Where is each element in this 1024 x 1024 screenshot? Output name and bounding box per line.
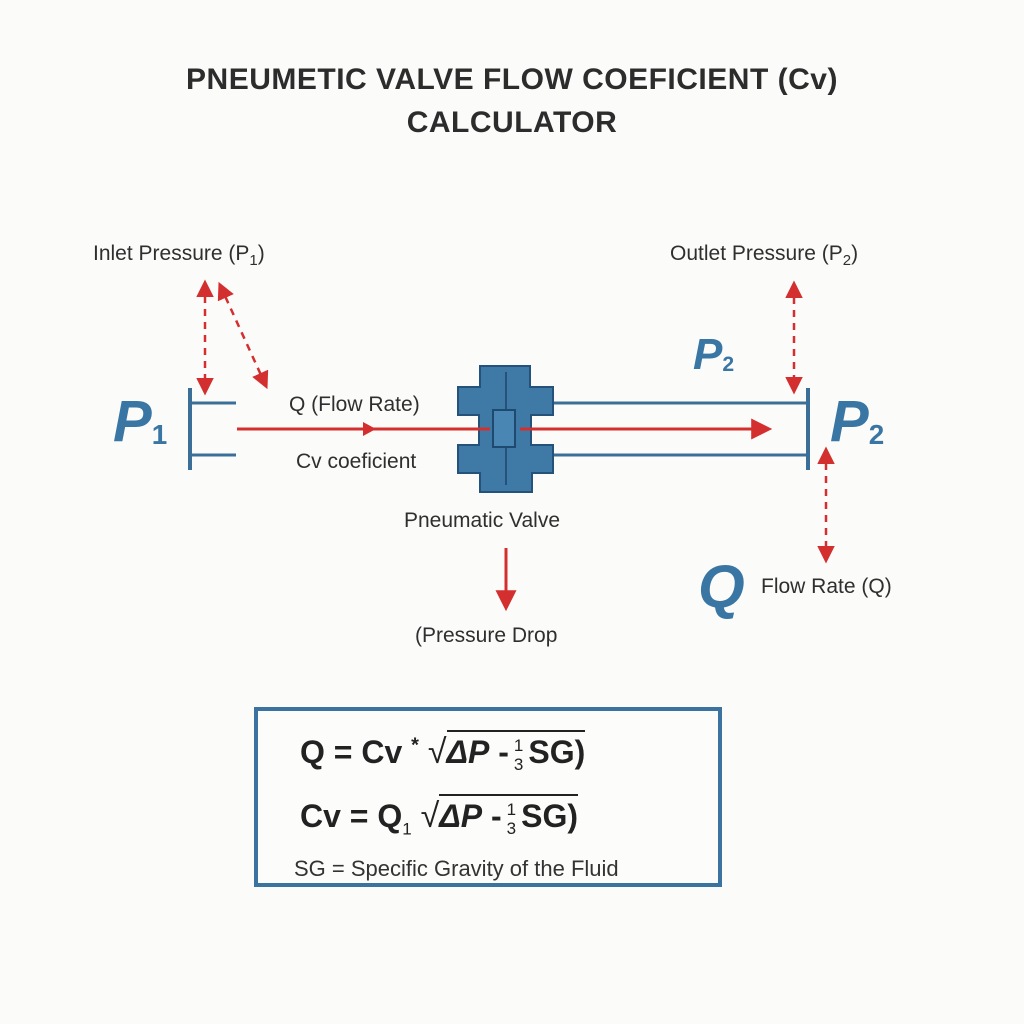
pneumatic-valve-label: Pneumatic Valve bbox=[404, 509, 561, 532]
flow-rate-q-label: Flow Rate (Q) bbox=[761, 575, 892, 598]
sg-definition-note: SG = Specific Gravity of the Fluid bbox=[294, 856, 619, 881]
p2-right-symbol: P2 bbox=[830, 389, 885, 454]
outlet-pipe bbox=[550, 388, 810, 470]
inlet-flange bbox=[188, 388, 236, 470]
outlet-pressure-label: Outlet Pressure (P2) bbox=[670, 242, 859, 270]
flow-arrow-mid-head bbox=[363, 422, 376, 436]
title-line-2: CALCULATOR bbox=[406, 106, 618, 139]
p2-top-symbol: P2 bbox=[693, 330, 735, 379]
inlet-pressure-arrow-2 bbox=[217, 281, 269, 390]
pressure-drop-label: (Pressure Drop bbox=[415, 624, 558, 647]
title-line-1: PNEUMETIC VALVE FLOW COEFICIENT (Cv) bbox=[186, 63, 838, 96]
p1-symbol: P1 bbox=[113, 389, 168, 454]
q-flow-rate-label: Q (Flow Rate) bbox=[289, 393, 420, 416]
valve-icon bbox=[457, 365, 554, 493]
q-symbol: Q bbox=[698, 553, 745, 620]
cv-coefficient-label: Cv coeficient bbox=[296, 450, 417, 473]
inlet-pressure-label: Inlet Pressure (P1) bbox=[93, 242, 265, 270]
